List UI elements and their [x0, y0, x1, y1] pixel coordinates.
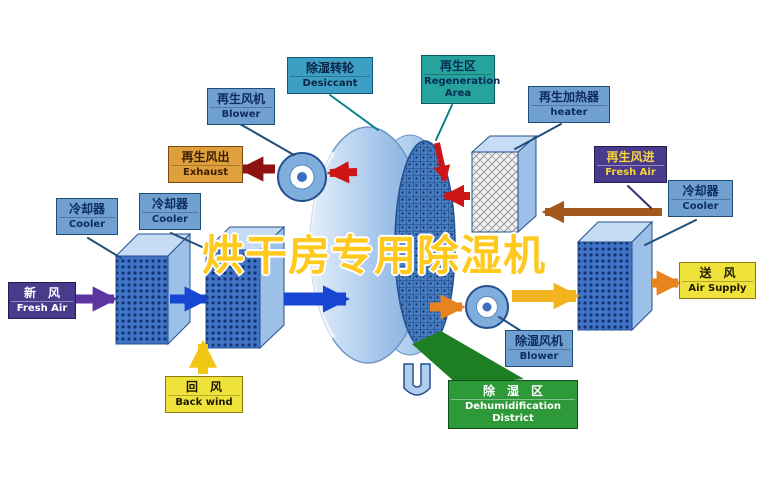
regen-area-arrow [433, 142, 451, 183]
desiccant-connector [329, 94, 379, 131]
regen-area-connector [435, 104, 453, 141]
label-cooler-right: 冷却器 Cooler [668, 180, 733, 218]
label-dehumid-blower: 除湿风机 Blower [505, 330, 573, 368]
label-air-supply: 送 风 Air Supply [679, 262, 756, 300]
label-cooler-mid: 冷却器 Cooler [139, 193, 201, 231]
label-regen-heater: 再生加热器 heater [528, 86, 610, 124]
dehumid-blower-fan-icon [465, 285, 509, 329]
wheel-to-regen-blower-arrow [326, 161, 358, 184]
cooler-mid-connector [170, 232, 212, 252]
heater-connector [514, 123, 562, 150]
desiccant-wheel [305, 126, 456, 364]
dehumid-blower-connector [498, 316, 522, 332]
label-regen-fresh-air: 再生风进 Fresh Air [594, 146, 667, 184]
regen-heater-box [470, 134, 538, 234]
cooler-right-connector [644, 219, 697, 246]
cooler-coil-right [576, 220, 654, 332]
wheel-bracket-icon [403, 363, 431, 396]
label-connectors [87, 94, 697, 332]
label-exhaust: 再生风出 Exhaust [168, 146, 243, 184]
dehumid-district-wedge [412, 331, 524, 385]
label-regen-blower: 再生风机 Blower [207, 88, 275, 126]
label-cooler-left: 冷却器 Cooler [56, 198, 118, 236]
label-dehumid-district: 除 湿 区 Dehumidification District [448, 380, 578, 430]
regen-fresh-connector [627, 185, 652, 209]
cooler-coil-middle [204, 225, 286, 350]
regen-blower-fan-icon [277, 152, 327, 202]
regen-blower-connector [239, 123, 295, 156]
label-regeneration-area: 再生区 Regeneration Area [421, 55, 500, 105]
label-fresh-air-in: 新 风 Fresh Air [8, 282, 76, 320]
label-desiccant: 除湿转轮 Desiccant [287, 57, 373, 95]
cooler-coil-left [114, 232, 192, 346]
cooler-left-connector [87, 237, 122, 259]
label-back-wind: 回 风 Back wind [165, 376, 243, 414]
